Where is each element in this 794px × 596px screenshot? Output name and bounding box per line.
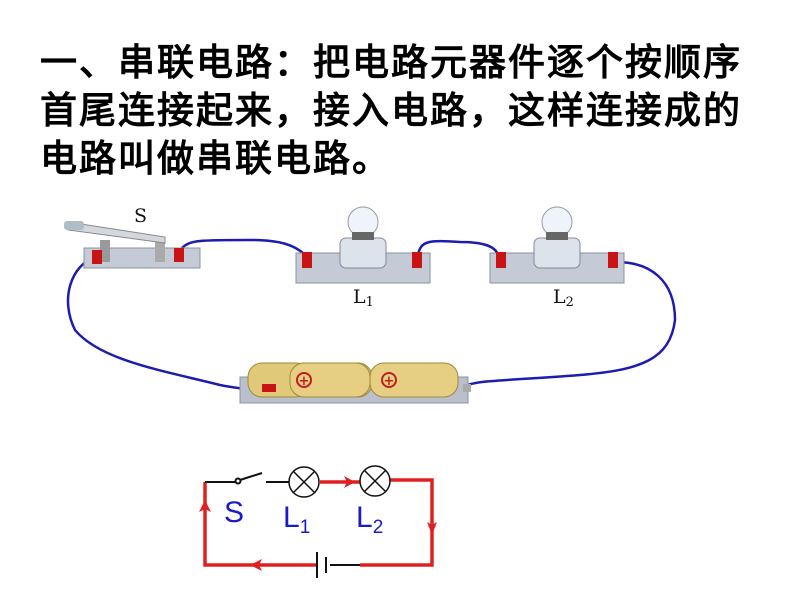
svg-text:L2: L2 bbox=[553, 286, 574, 310]
switch-label: S bbox=[134, 205, 147, 227]
battery-plus-2: + bbox=[384, 374, 395, 389]
circuit-schematic: S L1 L2 bbox=[199, 465, 437, 578]
battery-holder: + + bbox=[239, 362, 471, 404]
svg-text:L1: L1 bbox=[283, 501, 310, 538]
definition-line-1: 一、串联电路：把电路元器件逐个按顺序 bbox=[40, 41, 742, 84]
schematic-lamp1-label: L bbox=[283, 501, 300, 534]
lamp2-label: L bbox=[553, 286, 566, 308]
lamp2-symbol bbox=[359, 465, 391, 497]
schematic-lamp1-subscript: 1 bbox=[300, 517, 311, 538]
lamp1-symbol bbox=[288, 466, 320, 498]
svg-text:L1: L1 bbox=[353, 286, 374, 310]
definition-line-2: 首尾连接起来，接入电路，这样连接成的 bbox=[40, 89, 742, 132]
lamp2-device: L2 bbox=[489, 206, 625, 310]
schematic-switch-label: S bbox=[224, 496, 244, 529]
schematic-lamp2-subscript: 2 bbox=[373, 517, 384, 538]
lamp1-device: L1 bbox=[295, 206, 431, 310]
lamp1-label: L bbox=[353, 286, 366, 308]
svg-text:L2: L2 bbox=[356, 501, 383, 538]
switch-device: S bbox=[64, 205, 201, 269]
current-arrows bbox=[199, 476, 437, 571]
lamp2-subscript: 2 bbox=[566, 295, 574, 310]
battery-plus-1: + bbox=[299, 374, 310, 389]
lamp1-subscript: 1 bbox=[366, 295, 374, 310]
definition-line-3: 电路叫做串联电路。 bbox=[40, 137, 391, 180]
schematic-lamp2-label: L bbox=[356, 501, 373, 534]
